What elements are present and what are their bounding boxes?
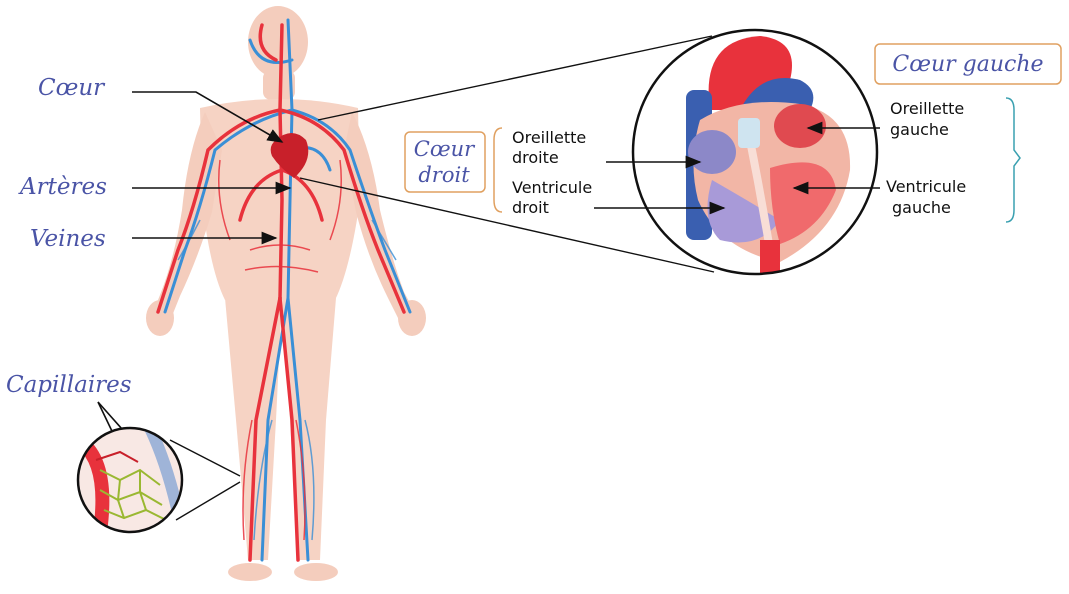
label-ventricule-droit-l2: droit: [512, 198, 549, 217]
label-coeur-gauche: Cœur gauche: [892, 52, 1043, 77]
label-ventricule-droit-l1: Ventricule: [512, 178, 592, 197]
label-veines: Veines: [30, 226, 106, 252]
label-coeur-droit-line1: Cœur: [414, 137, 476, 161]
label-coeur: Cœur: [38, 75, 106, 101]
label-oreillette-gauche-l2: gauche: [890, 120, 949, 139]
capillary-zoom: [78, 428, 240, 532]
coeur-droit-bracket: [494, 128, 502, 212]
label-ventricule-gauche-l2: gauche: [892, 198, 951, 217]
label-oreillette-droite-l1: Oreillette: [512, 128, 586, 147]
label-oreillette-droite-l2: droite: [512, 148, 559, 167]
label-ventricule-gauche-l1: Ventricule: [886, 177, 966, 196]
label-arteres: Artères: [18, 174, 107, 200]
label-oreillette-gauche-l1: Oreillette: [890, 99, 964, 118]
label-coeur-droit-line2: droit: [418, 163, 470, 187]
label-capillaires: Capillaires: [6, 372, 132, 398]
coeur-gauche-bracket: [1006, 98, 1020, 222]
